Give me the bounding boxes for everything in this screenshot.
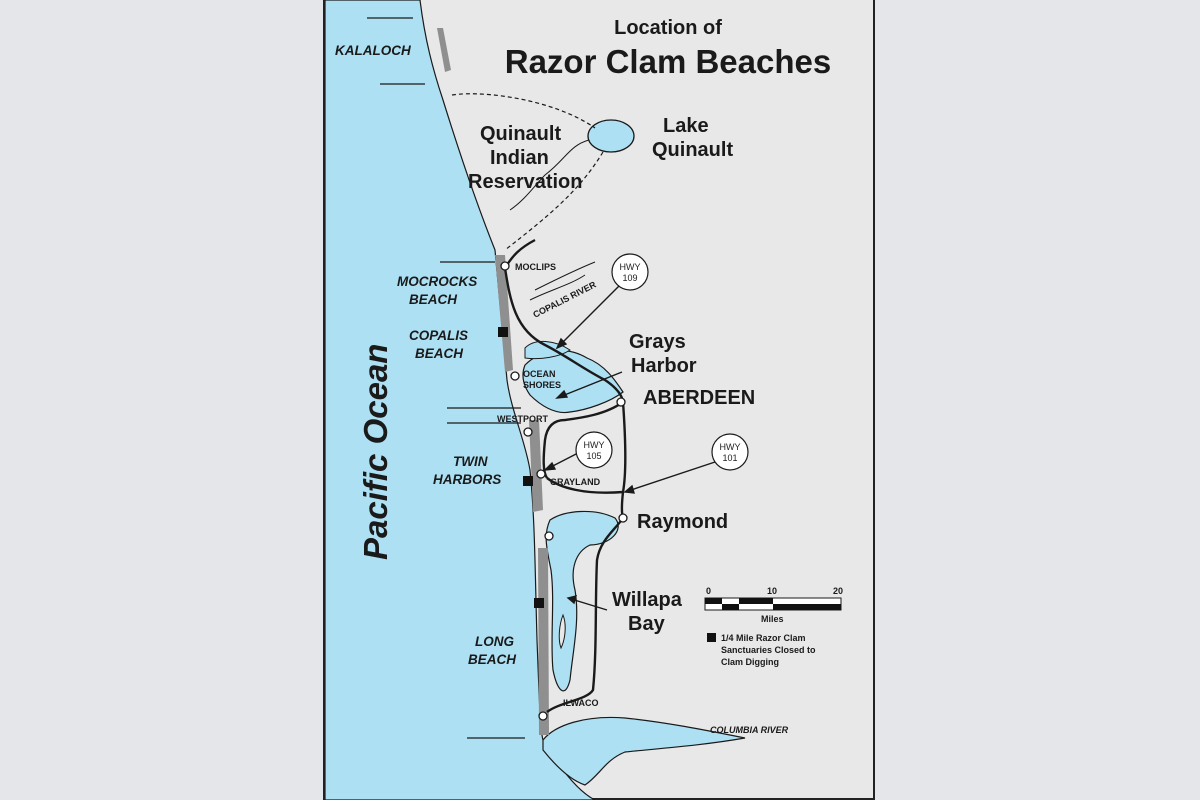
ilwaco-label: ILWACO (563, 698, 599, 708)
quinault-label-3: Reservation (468, 171, 583, 193)
long-beach-beach (538, 548, 549, 735)
willapa-bay-label-2: Bay (628, 613, 666, 635)
twin-harbors-label-1: TWIN (453, 454, 488, 469)
hwy-105-badge: HWY 105 (575, 431, 613, 469)
hwy-109-badge: HWY 109 (611, 253, 649, 291)
hwy-109-line1: HWY (620, 262, 641, 272)
hwy-101-line2: 101 (722, 453, 737, 463)
moclips-label: MOCLIPS (515, 262, 556, 272)
legend-sanctuary-swatch (707, 633, 716, 642)
grays-harbor-label-2: Harbor (631, 355, 697, 377)
ocean-shores-label-1: OCEAN (523, 369, 556, 379)
legend-line3: Clam Digging (721, 657, 779, 667)
scale-unit: Miles (761, 614, 784, 624)
raymond-label: Raymond (637, 511, 728, 533)
long-beach-label-1: LONG (475, 634, 514, 649)
mocrocks-label-1: MOCROCKS (397, 274, 477, 289)
willapa-islands (558, 613, 566, 650)
lake-quinault-label-2: Quinault (652, 139, 733, 161)
hwy-101-badge: HWY 101 (711, 433, 749, 471)
grayland-label: GRAYLAND (550, 477, 601, 487)
map-title-line2: Razor Clam Beaches (505, 43, 831, 80)
quinault-label-1: Quinault (480, 123, 561, 145)
hwy-pointers (543, 281, 716, 611)
grays-harbor-water (522, 350, 624, 414)
hwy-105-line1: HWY (584, 440, 605, 450)
pacific-ocean-label: Pacific Ocean (357, 344, 394, 560)
ocean-shores-label-2: SHORES (523, 380, 561, 390)
kalaloch-label: KALALOCH (335, 43, 411, 58)
aberdeen-label: ABERDEEN (643, 387, 755, 409)
twin-harbors-label-2: HARBORS (433, 472, 501, 487)
kalaloch-beach (437, 28, 451, 72)
columbia-river-water (542, 716, 746, 786)
willapa-bay-water (545, 510, 619, 692)
rivers (509, 139, 596, 301)
map-canvas: HWY 109 HWY 105 HWY 101 Location of Razo… (325, 0, 843, 800)
legend-line2: Sanctuaries Closed to (721, 645, 816, 655)
legend: 1/4 Mile Razor Clam Sanctuaries Closed t… (707, 633, 816, 667)
long-beach-label-2: BEACH (468, 652, 516, 667)
map-frame: HWY 109 HWY 105 HWY 101 Location of Razo… (323, 0, 875, 800)
hwy-105-line2: 105 (586, 451, 601, 461)
grays-harbor-label-1: Grays (629, 331, 686, 353)
willapa-bay-label-1: Willapa (612, 589, 683, 611)
copalis-label-1: COPALIS (409, 328, 468, 343)
legend-line1: 1/4 Mile Razor Clam (721, 633, 806, 643)
hwy-109-line2: 109 (622, 273, 637, 283)
lake-quinault-water (587, 119, 635, 153)
beach-boundary-lines (367, 17, 525, 739)
copalis-label-2: BEACH (415, 346, 463, 361)
map-title-line1: Location of (614, 17, 722, 39)
mocrocks-label-2: BEACH (409, 292, 457, 307)
scale-tick-10: 10 (767, 586, 777, 596)
lake-quinault-label-1: Lake (663, 115, 709, 137)
reservation-boundary (451, 93, 604, 251)
scale-tick-20: 20 (833, 586, 843, 596)
westport-label: WESTPORT (497, 414, 549, 424)
hwy-101-line1: HWY (720, 442, 741, 452)
columbia-river-label: COLUMBIA RIVER (710, 725, 789, 735)
town-markers (500, 261, 628, 721)
quinault-label-2: Indian (490, 147, 549, 169)
twin-harbors-beach (529, 420, 543, 512)
sanctuary-markers (498, 327, 544, 608)
scale-bar: 0 10 20 Miles (704, 586, 843, 624)
mocrocks-copalis-beach (495, 255, 513, 372)
scale-tick-0: 0 (706, 586, 711, 596)
